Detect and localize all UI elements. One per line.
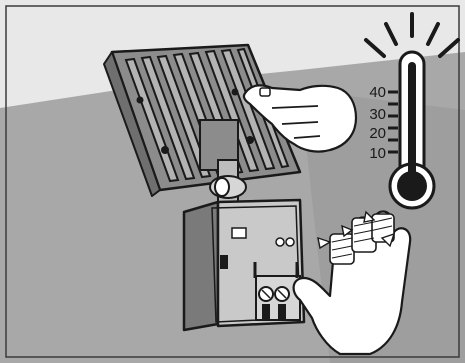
junction-box-icon xyxy=(184,200,304,330)
thermometer-label-40: 40 xyxy=(369,84,386,101)
thermometer-label-20: 20 xyxy=(369,125,386,142)
thermometer-label-10: 10 xyxy=(369,145,386,162)
thermometer-label-30: 30 xyxy=(369,106,386,123)
